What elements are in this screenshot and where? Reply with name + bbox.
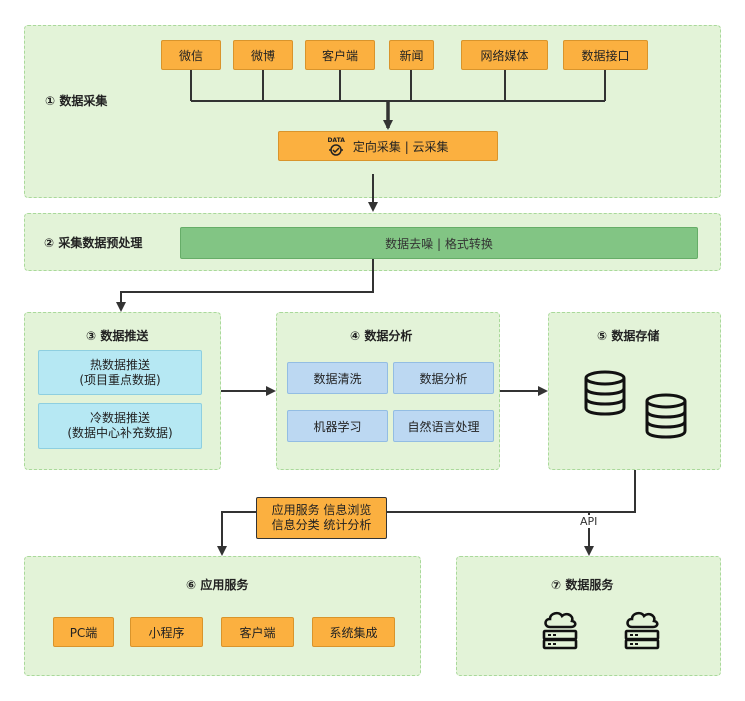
analysis-item-analysis: 数据分析 bbox=[393, 362, 494, 394]
hot-data-push-box: 热数据推送 (项目重点数据) bbox=[38, 350, 202, 395]
collector-box: DATA 定向采集 | 云采集 bbox=[278, 131, 498, 161]
data-storage-panel bbox=[548, 312, 721, 470]
source-data-interface: 数据接口 bbox=[563, 40, 648, 70]
cold-data-push-label: 冷数据推送 bbox=[89, 411, 150, 425]
cold-data-push-sub: (数据中心补充数据) bbox=[67, 426, 173, 440]
data-push-title: ③ 数据推送 bbox=[86, 329, 149, 343]
data-service-title: ⑦ 数据服务 bbox=[551, 578, 614, 592]
callout-line-2: 信息分类 统计分析 bbox=[271, 518, 372, 532]
hot-data-push-sub: (项目重点数据) bbox=[79, 372, 161, 387]
app-item-mini-program: 小程序 bbox=[130, 617, 203, 647]
preprocessing-bar: 数据去噪 | 格式转换 bbox=[180, 227, 698, 259]
app-item-client: 客户端 bbox=[221, 617, 294, 647]
source-web-media: 网络媒体 bbox=[461, 40, 548, 70]
analysis-item-nlp: 自然语言处理 bbox=[393, 410, 494, 442]
data-icon-label: DATA bbox=[327, 136, 345, 144]
application-callout: 应用服务 信息浏览 信息分类 统计分析 bbox=[256, 497, 387, 539]
callout-line-1: 应用服务 信息浏览 bbox=[271, 503, 372, 517]
hot-data-push-label: 热数据推送 bbox=[89, 357, 150, 372]
application-service-title: ⑥ 应用服务 bbox=[186, 578, 249, 592]
cold-data-push-box: 冷数据推送 (数据中心补充数据) bbox=[38, 403, 202, 449]
data-storage-title: ⑤ 数据存储 bbox=[597, 329, 660, 343]
data-collection-title: ① 数据采集 bbox=[45, 94, 108, 108]
application-service-panel bbox=[24, 556, 421, 676]
source-weibo: 微博 bbox=[233, 40, 293, 70]
app-item-system-integration: 系统集成 bbox=[312, 617, 395, 647]
database-icon bbox=[645, 393, 687, 439]
data-collect-icon: DATA bbox=[327, 136, 345, 156]
source-client: 客户端 bbox=[305, 40, 375, 70]
app-item-pc: PC端 bbox=[53, 617, 114, 647]
data-service-panel bbox=[456, 556, 721, 676]
data-analysis-title: ④ 数据分析 bbox=[350, 329, 413, 343]
source-news: 新闻 bbox=[389, 40, 434, 70]
source-wechat: 微信 bbox=[161, 40, 221, 70]
cloud-server-icon bbox=[624, 611, 660, 650]
cloud-server-icon bbox=[542, 611, 578, 650]
database-icon bbox=[584, 370, 626, 416]
api-label: API bbox=[578, 515, 600, 528]
analysis-item-machine-learning: 机器学习 bbox=[287, 410, 388, 442]
analysis-item-cleaning: 数据清洗 bbox=[287, 362, 388, 394]
preprocessing-title: ② 采集数据预处理 bbox=[44, 236, 143, 250]
collector-label: 定向采集 | 云采集 bbox=[352, 139, 449, 154]
